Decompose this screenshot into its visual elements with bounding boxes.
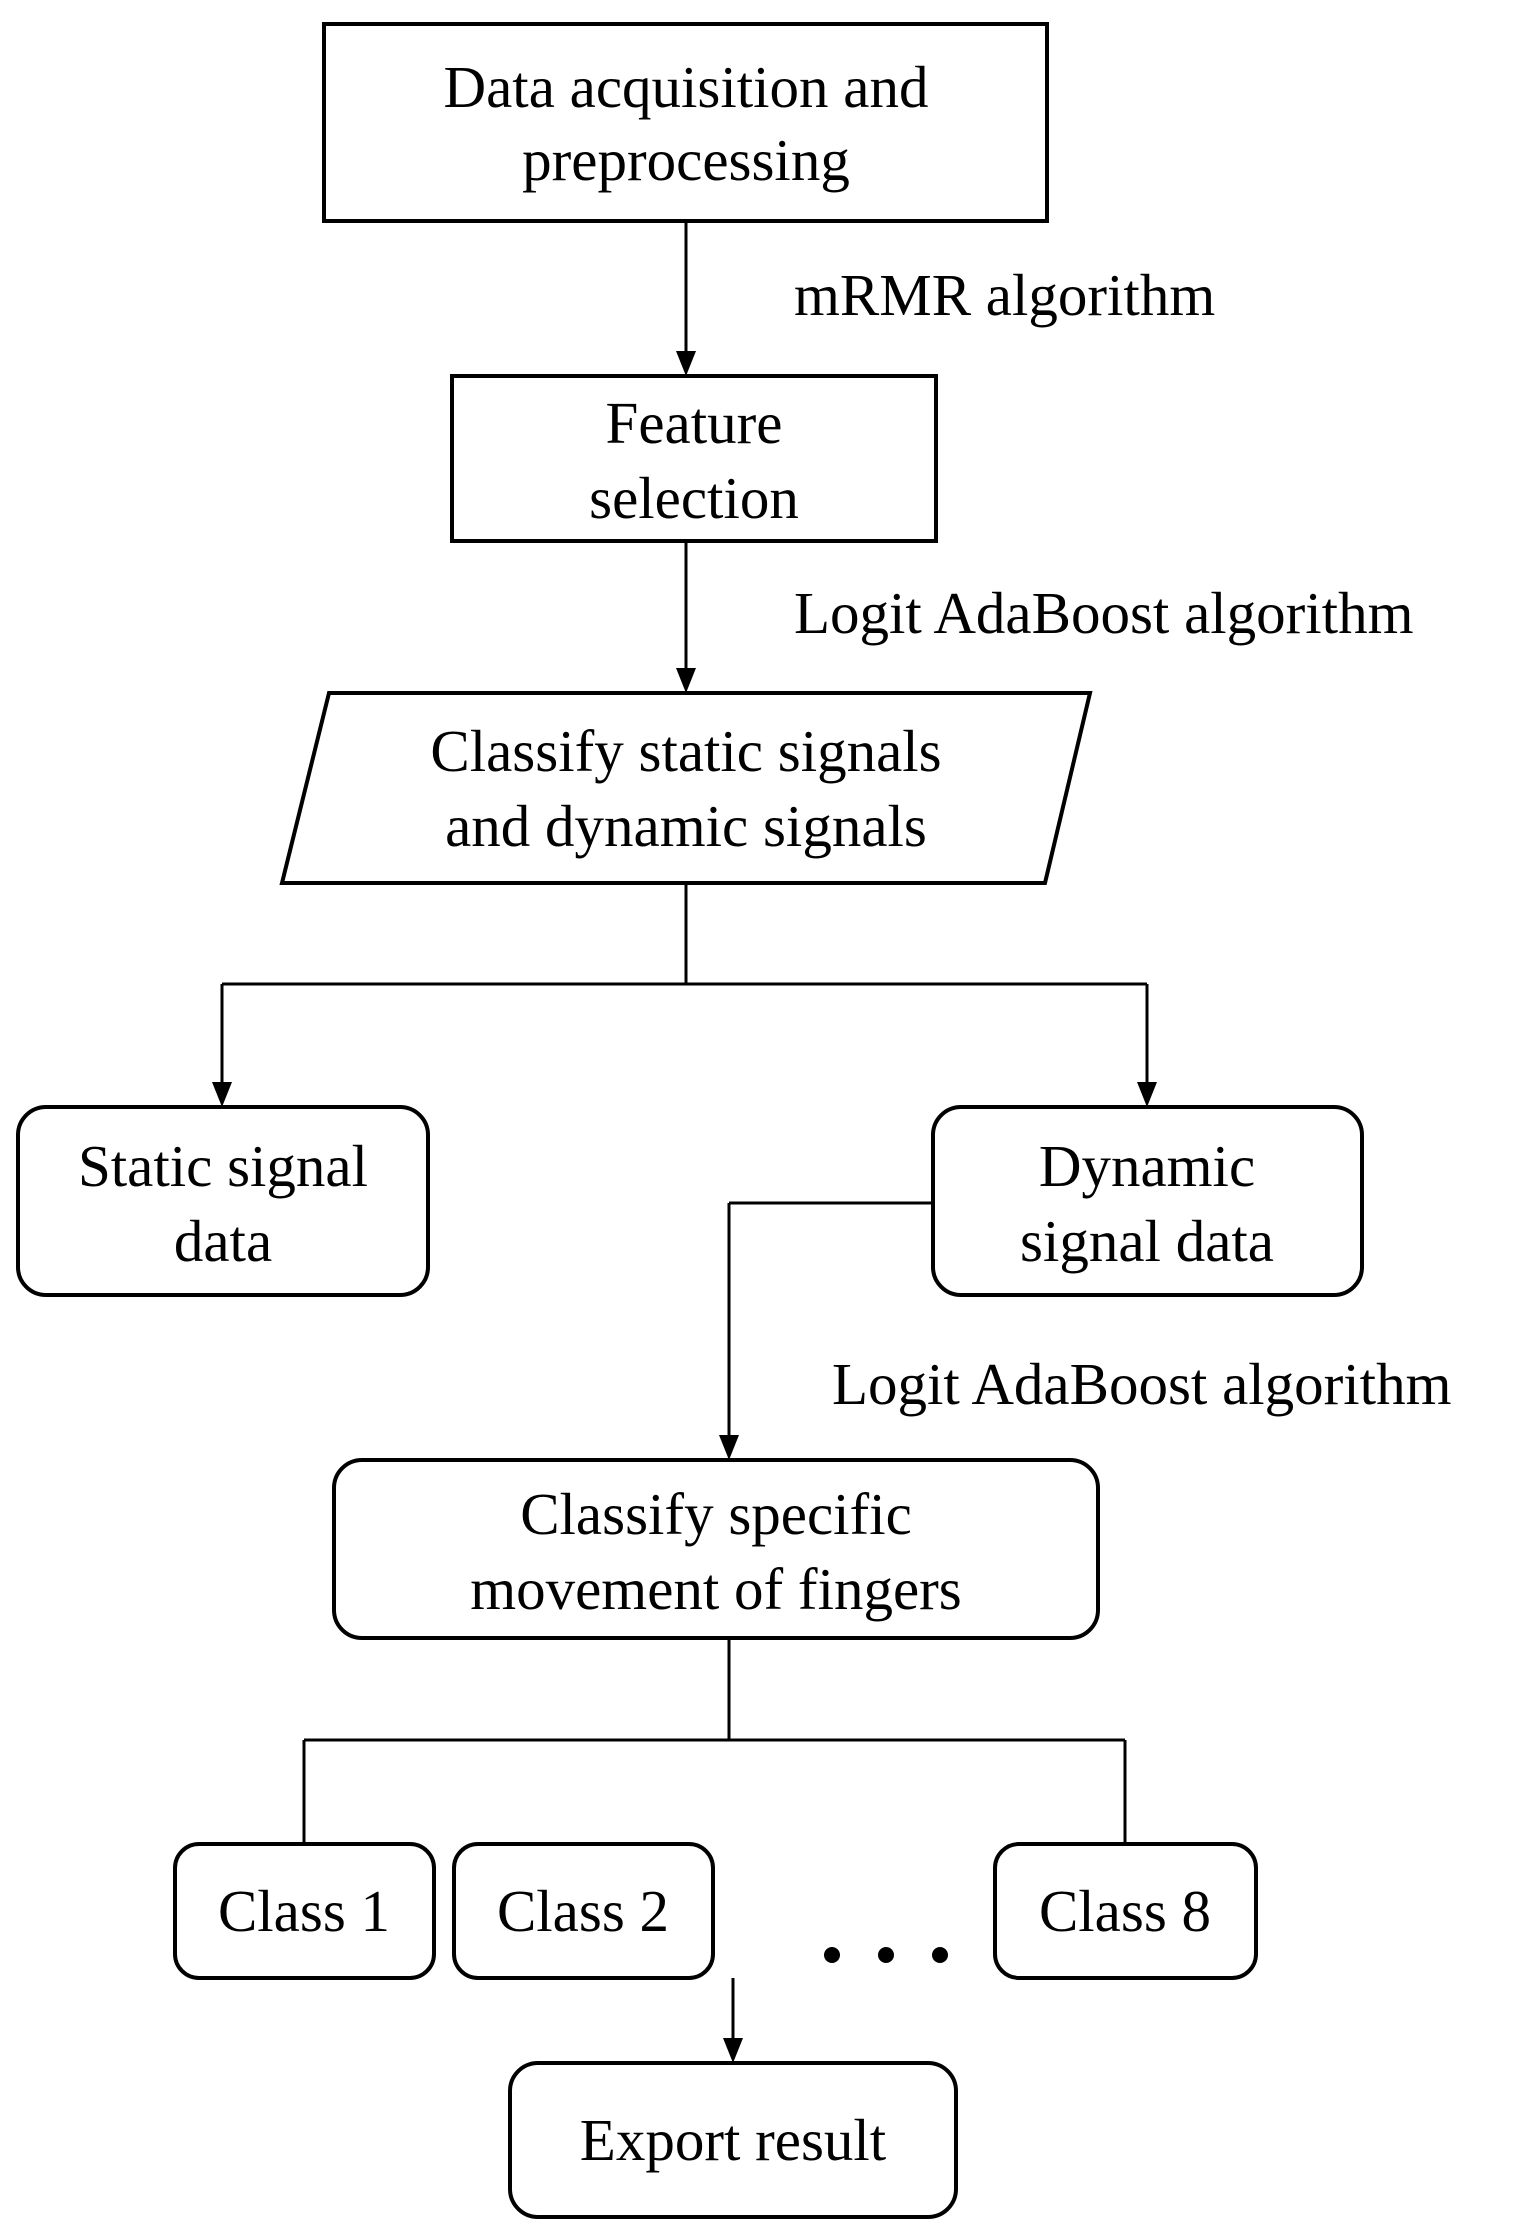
rounded-box — [173, 1842, 436, 1980]
edge-label-mrmr: mRMR algorithm — [794, 262, 1215, 328]
dot — [824, 1947, 840, 1963]
node-text: Class 2 — [497, 1878, 669, 1944]
edge-label-logit-1: Logit AdaBoost algorithm — [794, 580, 1413, 646]
arrowhead — [212, 1082, 232, 1107]
node-text: signal data — [1020, 1208, 1274, 1274]
edge-label-logit-2: Logit AdaBoost algorithm — [832, 1351, 1451, 1417]
node-class-8: Class 8 — [993, 1842, 1258, 1980]
rounded-box — [16, 1105, 430, 1297]
node-export-result: Export result — [508, 2061, 958, 2219]
rounded-box — [452, 1842, 715, 1980]
node-text: preprocessing — [522, 127, 850, 193]
rounded-box — [508, 2061, 958, 2219]
node-classify-movement: Classify specific movement of fingers — [332, 1458, 1100, 1640]
node-text: data — [174, 1208, 272, 1274]
node-class-1: Class 1 — [173, 1842, 436, 1980]
rounded-box — [993, 1842, 1258, 1980]
three-dots-icon — [824, 1947, 948, 1963]
dot — [932, 1947, 948, 1963]
node-text: movement of fingers — [470, 1556, 962, 1622]
node-text: and dynamic signals — [445, 793, 927, 859]
rounded-box — [931, 1105, 1364, 1297]
rounded-box — [332, 1458, 1100, 1640]
process-box — [450, 374, 938, 543]
node-dynamic-signal-data: Dynamic signal data — [931, 1105, 1364, 1297]
arrowhead — [719, 1435, 739, 1460]
node-class-2: Class 2 — [452, 1842, 715, 1980]
arrowhead — [676, 668, 696, 693]
node-classify-signals: Classify static signals and dynamic sign… — [279, 691, 1093, 885]
node-text: Feature — [606, 390, 783, 456]
node-data-acquisition: Data acquisition and preprocessing — [322, 22, 1049, 223]
node-text: Class 8 — [1039, 1878, 1211, 1944]
node-text: Data acquisition and — [444, 54, 929, 120]
node-static-signal-data: Static signal data — [16, 1105, 430, 1297]
arrowhead — [723, 2038, 743, 2063]
data-parallelogram — [279, 691, 1093, 885]
node-feature-selection: Feature selection — [450, 374, 938, 543]
connectors — [212, 221, 1157, 2063]
dot — [878, 1947, 894, 1963]
node-text: Classify static signals — [430, 718, 941, 784]
arrowhead — [1137, 1082, 1157, 1107]
arrowhead — [676, 351, 696, 376]
node-text: Export result — [580, 2107, 887, 2173]
node-text: Dynamic — [1039, 1133, 1255, 1199]
process-box — [322, 22, 1049, 223]
node-text: selection — [589, 465, 799, 531]
node-text: Class 1 — [218, 1878, 390, 1944]
node-text: Classify specific — [520, 1481, 912, 1547]
node-text: Static signal — [78, 1133, 368, 1199]
